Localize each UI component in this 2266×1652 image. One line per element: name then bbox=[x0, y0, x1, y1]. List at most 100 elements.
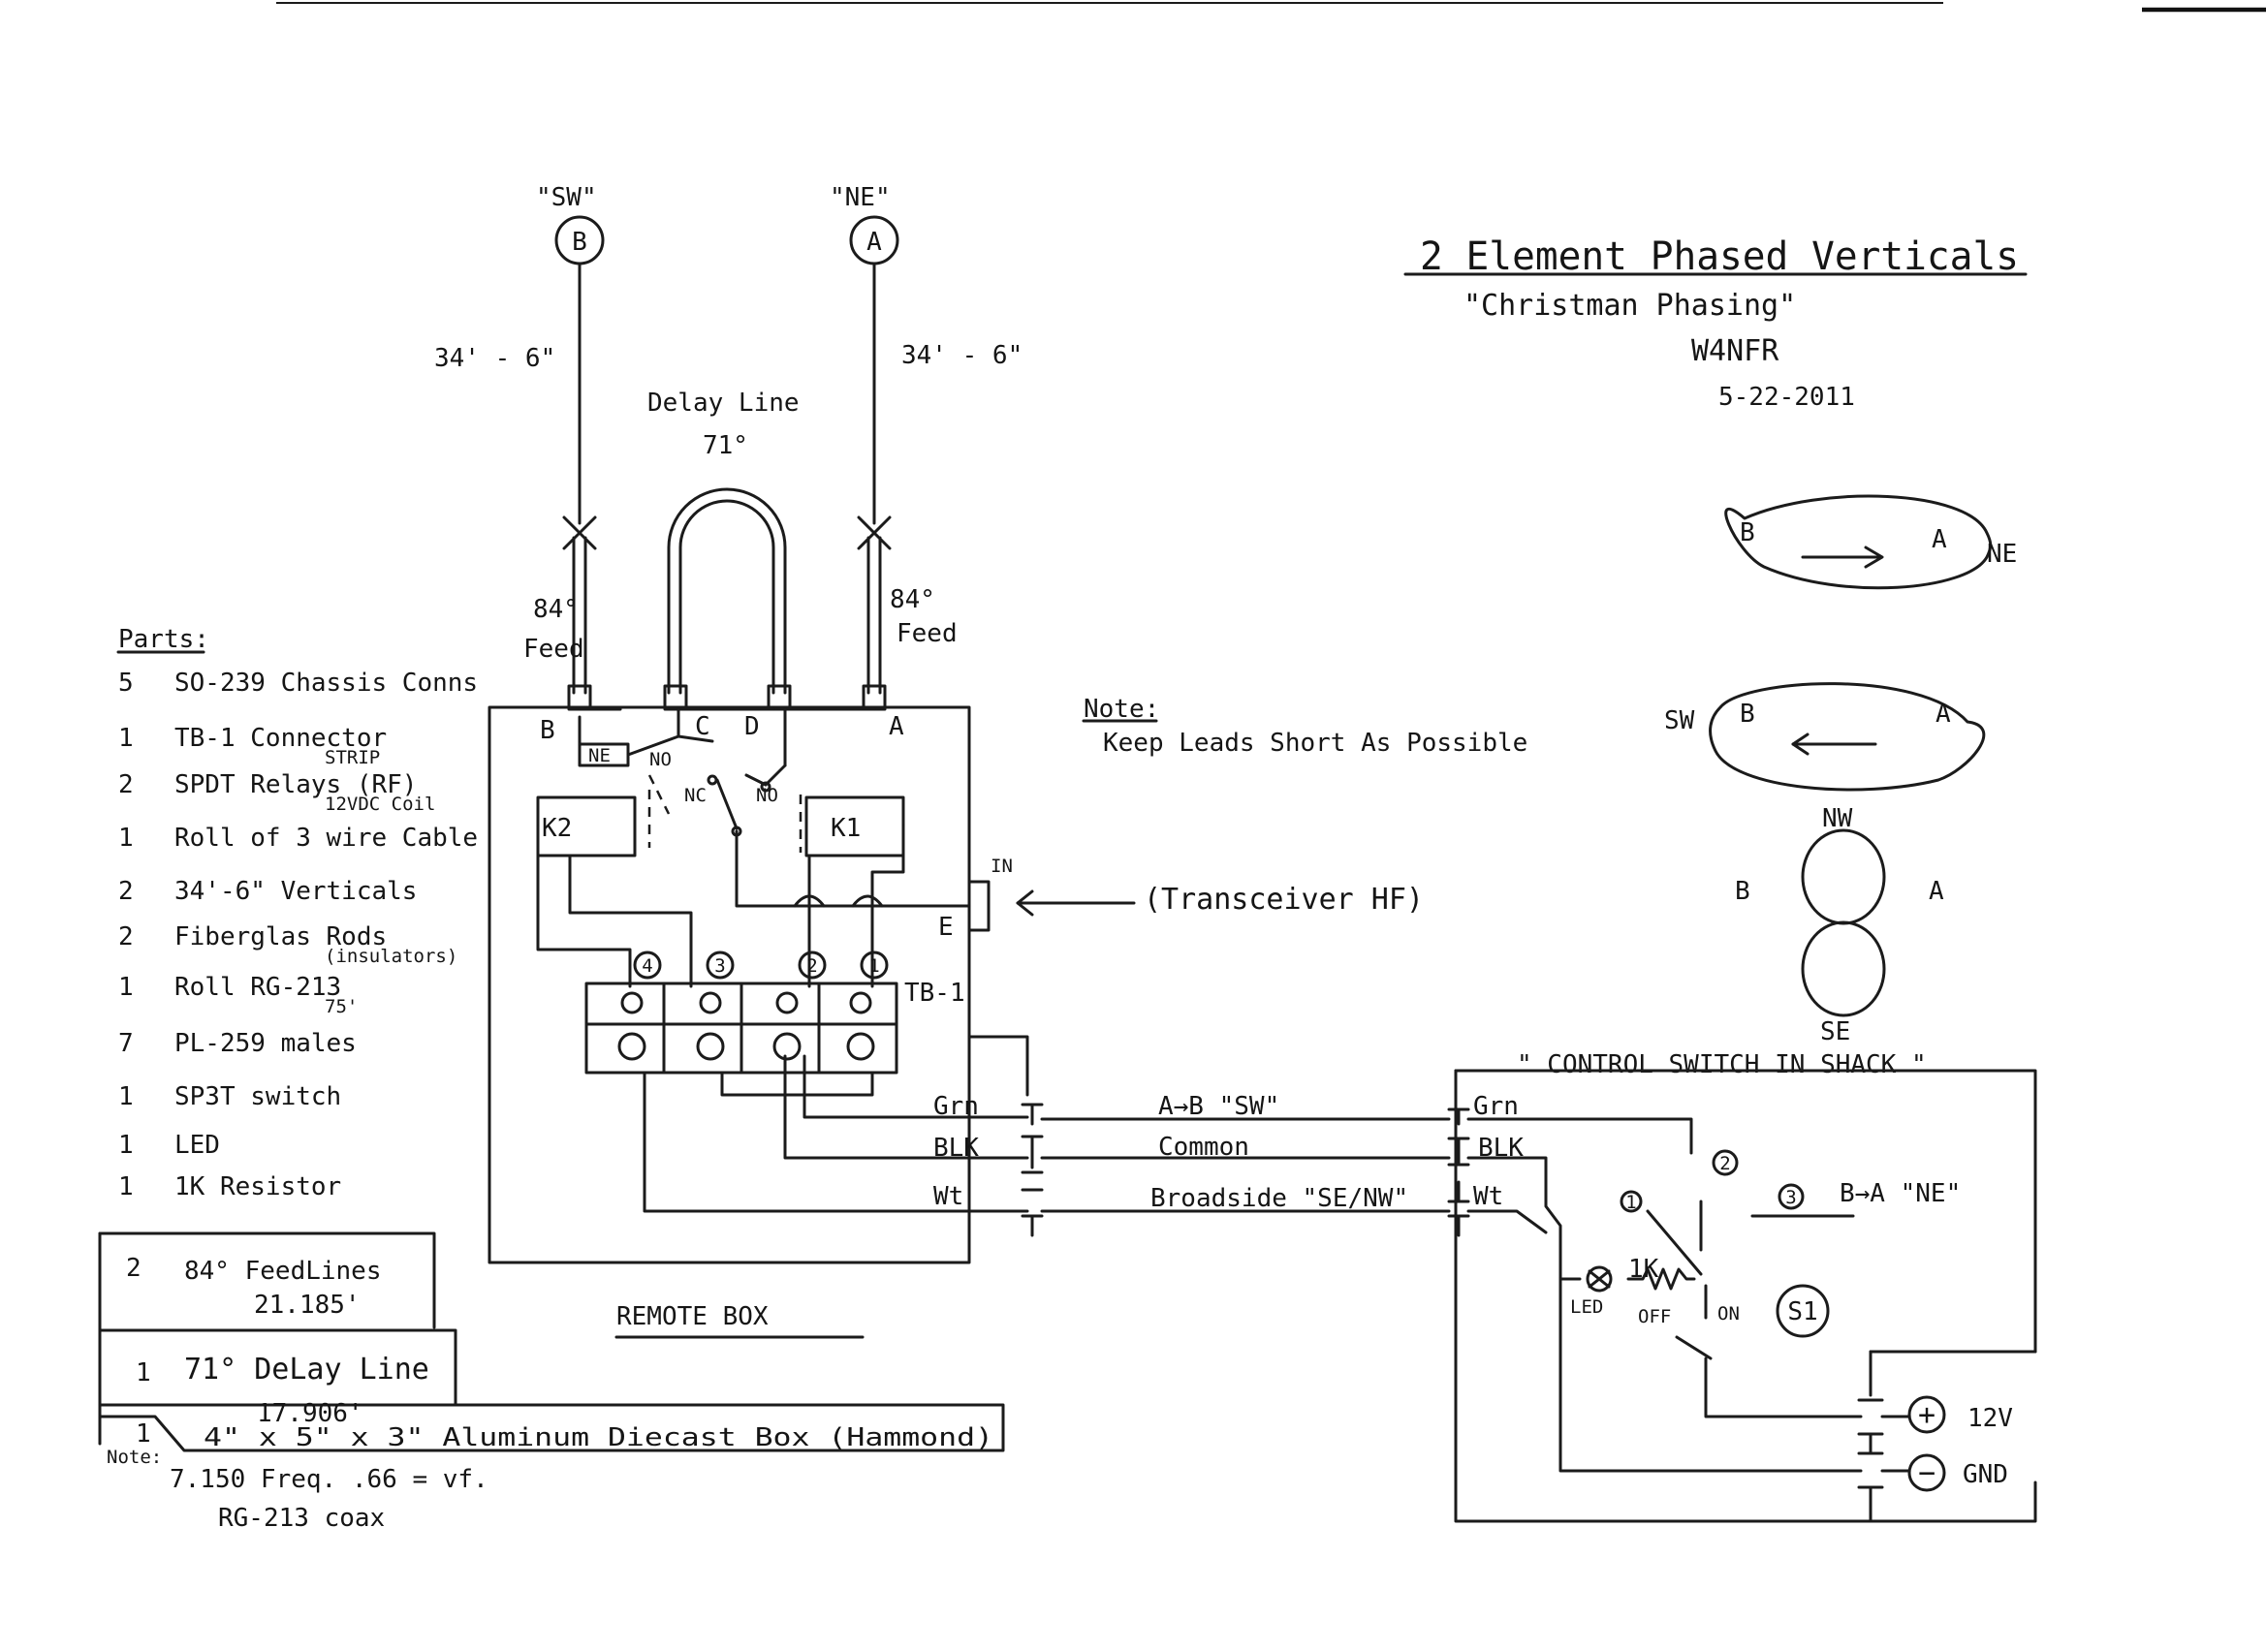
pattern-sw-a: A bbox=[1936, 700, 1951, 729]
remote-box-label: REMOTE BOX bbox=[616, 1302, 769, 1331]
pattern-broadside-b: B bbox=[1735, 877, 1750, 906]
delayline-qty: 1 bbox=[136, 1358, 151, 1387]
power-off-label: OFF bbox=[1638, 1306, 1671, 1327]
part-description: Roll RG-213 bbox=[174, 973, 341, 1002]
antenna-b-letter: B bbox=[572, 228, 587, 257]
wire-grn-function: A→B "SW" bbox=[1158, 1092, 1279, 1121]
delayline-box bbox=[98, 1328, 457, 1407]
switch-pos-3-marker bbox=[1778, 1183, 1805, 1210]
antenna-a-direction: "NE" bbox=[830, 183, 891, 212]
terminal-e: E bbox=[938, 913, 954, 942]
tb1-output-wires bbox=[643, 1035, 1029, 1213]
switch-s1-marker bbox=[1776, 1284, 1830, 1338]
wire-wt-label-right: Wt bbox=[1473, 1182, 1503, 1211]
coax-note-freq: 7.150 Freq. .66 = vf. bbox=[170, 1465, 488, 1494]
part-subnote: 12VDC Coil bbox=[325, 794, 435, 815]
pattern-sw-direction: SW bbox=[1664, 706, 1695, 735]
wire-blk-function: Common bbox=[1158, 1133, 1249, 1162]
part-description: SPDT Relays (RF) bbox=[174, 770, 417, 799]
antenna-a-letter: A bbox=[866, 228, 882, 257]
tb1-marker-3 bbox=[706, 951, 735, 980]
part-description: SO-239 Chassis Conns bbox=[174, 669, 478, 698]
part-description: 1K Resistor bbox=[174, 1172, 341, 1201]
antenna-a-length: 34' - 6" bbox=[901, 341, 1023, 370]
part-description: Fiberglas Rods bbox=[174, 922, 387, 951]
pattern-ne-b: B bbox=[1740, 518, 1755, 547]
terminal-c: C bbox=[695, 712, 710, 741]
pattern-ne-arrowhead bbox=[1864, 545, 1884, 569]
relay-k1-label: K1 bbox=[831, 814, 861, 843]
part-qty: 1 bbox=[118, 724, 134, 753]
antenna-b-direction: "SW" bbox=[536, 183, 597, 212]
feedline-a bbox=[862, 536, 887, 711]
control-switch-title: " CONTROL SWITCH IN SHACK " bbox=[1517, 1050, 1927, 1079]
part-description: LED bbox=[174, 1131, 220, 1160]
tb1-marker-4 bbox=[633, 951, 662, 980]
feedlines-box bbox=[98, 1231, 436, 1329]
tb1-position-4: 4 bbox=[642, 955, 652, 977]
part-description: Roll of 3 wire Cable bbox=[174, 824, 478, 853]
subtitle: "Christman Phasing" bbox=[1463, 289, 1796, 323]
part-subnote: 75' bbox=[325, 996, 358, 1017]
cable-connector-right bbox=[1447, 1107, 1470, 1237]
coax-note-type: RG-213 coax bbox=[218, 1504, 385, 1533]
switch-s1-label: S1 bbox=[1787, 1297, 1817, 1326]
wire-grn-label-left: Grn bbox=[933, 1092, 979, 1121]
part-qty: 1 bbox=[118, 824, 134, 853]
tb1-marker-2 bbox=[798, 951, 827, 980]
wire-wt-function: Broadside "SE/NW" bbox=[1150, 1184, 1408, 1213]
feedlines-length: 21.185' bbox=[254, 1291, 361, 1320]
diecast-box bbox=[98, 1403, 1005, 1452]
part-subnote: (insulators) bbox=[325, 946, 457, 967]
part-subnote: STRIP bbox=[325, 747, 380, 768]
note-heading: Note: bbox=[1084, 695, 1159, 724]
insulator-b bbox=[562, 515, 597, 550]
part-qty: 1 bbox=[118, 1131, 134, 1160]
parts-heading: Parts: bbox=[118, 625, 209, 654]
tb1-dividers bbox=[662, 982, 821, 1075]
cable-connector-left bbox=[1021, 1103, 1044, 1237]
pattern-ne-a: A bbox=[1932, 525, 1947, 554]
note-leads-text: Keep Leads Short As Possible bbox=[1103, 729, 1527, 758]
pattern-nw-label: NW bbox=[1822, 804, 1853, 833]
coax-note-label: Note: bbox=[107, 1447, 162, 1468]
callsign: W4NFR bbox=[1691, 334, 1779, 368]
tb1-label: TB-1 bbox=[904, 979, 965, 1008]
power-on-label: ON bbox=[1717, 1303, 1740, 1325]
part-description: 34'-6" Verticals bbox=[174, 877, 417, 906]
relay-ne-tag: NE bbox=[588, 745, 611, 766]
supply-12v: 12V bbox=[1967, 1404, 2013, 1433]
pattern-broadside-a: A bbox=[1929, 877, 1944, 906]
diagram-title: 2 Element Phased Verticals bbox=[1420, 234, 2019, 279]
pattern-sw-b: B bbox=[1740, 700, 1755, 729]
supply-gnd: GND bbox=[1963, 1460, 2008, 1489]
pattern-se-lobe bbox=[1801, 920, 1886, 1017]
relay-k2-link bbox=[647, 774, 671, 815]
feed-a-degrees: 84° bbox=[890, 585, 935, 614]
transceiver-arrow-head bbox=[1016, 889, 1034, 917]
part-qty: 2 bbox=[118, 877, 134, 906]
tb1-marker-1 bbox=[860, 951, 889, 980]
part-qty: 1 bbox=[118, 973, 134, 1002]
top-bus-lines bbox=[578, 707, 876, 767]
date: 5-22-2011 bbox=[1718, 383, 1855, 412]
control-frame-top bbox=[1454, 1069, 2037, 1354]
pattern-nw-lobe bbox=[1801, 828, 1886, 925]
part-description: SP3T switch bbox=[174, 1082, 341, 1111]
wire-wt-label-left: Wt bbox=[933, 1182, 963, 1211]
tb1-position-3: 3 bbox=[714, 955, 725, 977]
terminal-d: D bbox=[744, 712, 760, 741]
led-indicator bbox=[1586, 1265, 1613, 1293]
control-frame-left bbox=[1454, 1069, 2037, 1523]
delayline-length: 17.906' bbox=[257, 1399, 363, 1428]
remote-box-outline bbox=[488, 705, 971, 1264]
diecast-qty: 1 bbox=[136, 1419, 151, 1449]
delay-line-loop bbox=[663, 487, 792, 711]
delay-line-label: Delay Line bbox=[647, 389, 800, 418]
part-qty: 1 bbox=[118, 1082, 134, 1111]
relay-k1-no: NO bbox=[756, 785, 778, 806]
switch-pos-2: 2 bbox=[1719, 1153, 1730, 1174]
part-description: PL-259 males bbox=[174, 1029, 357, 1058]
switch-pos-1-marker bbox=[1620, 1190, 1643, 1213]
